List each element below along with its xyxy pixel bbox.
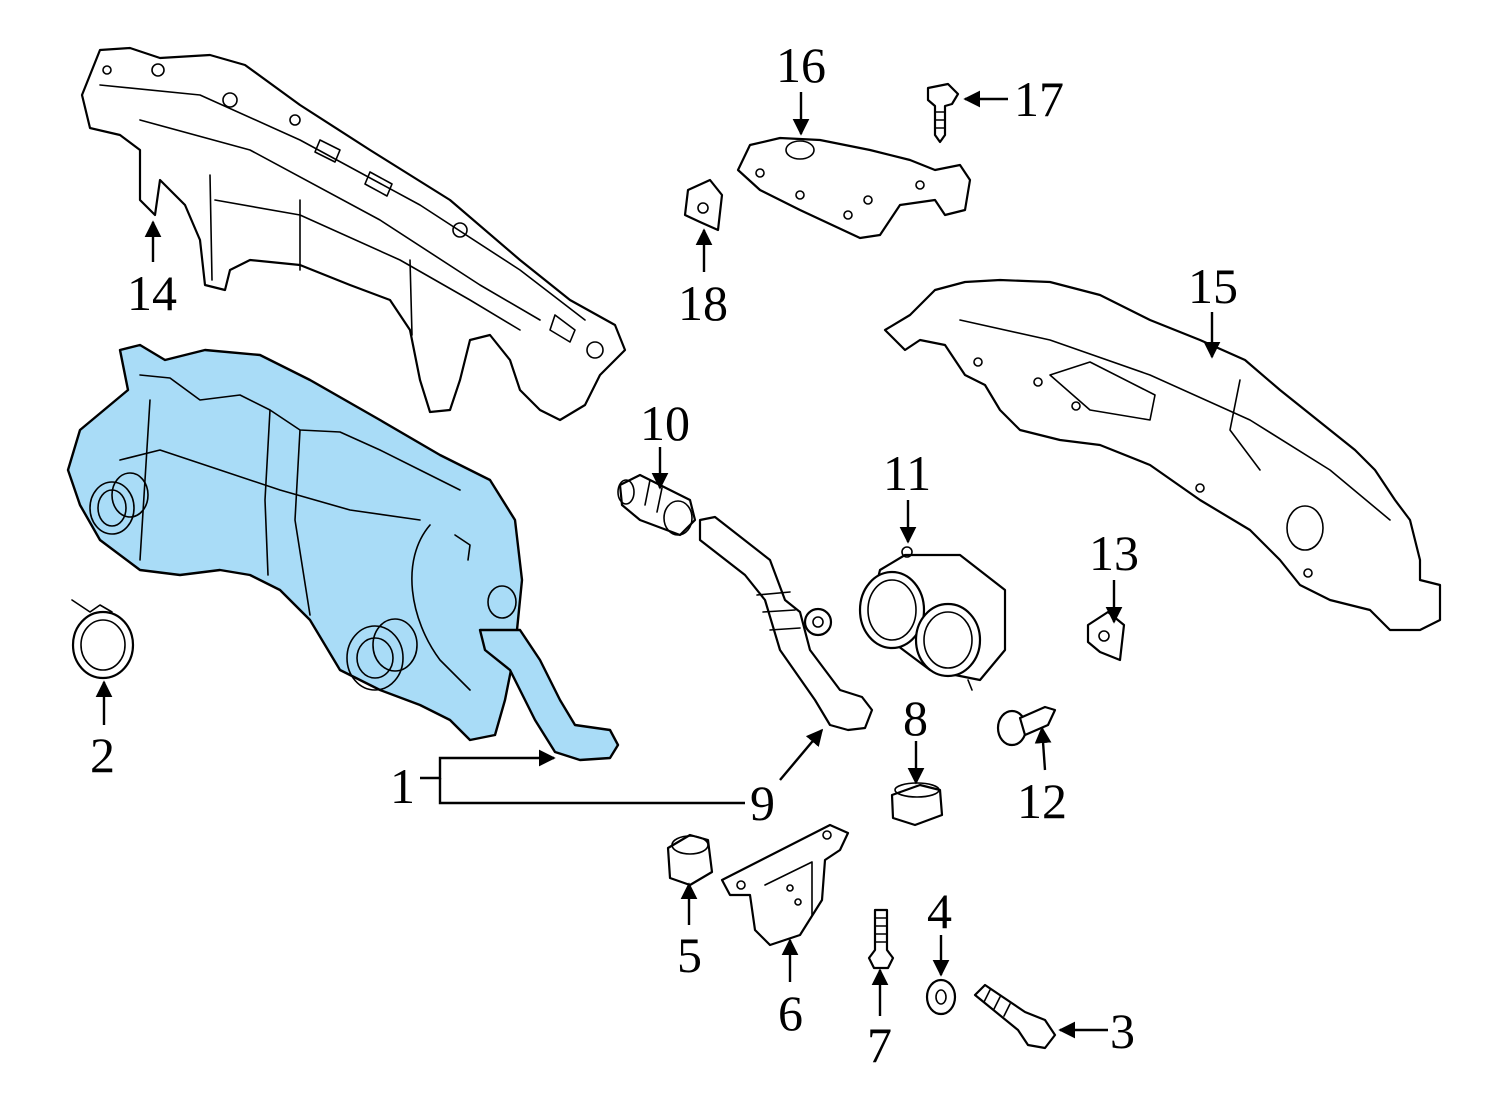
retainer-clip-13[interactable] <box>1086 610 1126 662</box>
callout-3: 3 <box>1110 1003 1135 1059</box>
bolt-7[interactable] <box>867 908 895 970</box>
heat-shield-upper-left[interactable] <box>80 46 627 422</box>
bolt-17[interactable] <box>926 82 960 144</box>
callout-11: 11 <box>883 445 931 501</box>
rubber-insulator-8[interactable] <box>890 782 944 827</box>
callout-8: 8 <box>903 690 928 746</box>
bolt-3[interactable] <box>973 983 1057 1050</box>
callout-18: 18 <box>678 275 728 331</box>
heat-shield-right[interactable] <box>883 278 1442 632</box>
exhaust-clamp[interactable] <box>71 599 135 680</box>
mounting-bracket-16[interactable] <box>736 136 972 240</box>
muffler-assembly[interactable] <box>66 343 620 762</box>
callout-1: 1 <box>390 758 415 814</box>
hanger-bracket[interactable] <box>720 823 850 947</box>
callout-10: 10 <box>640 395 690 451</box>
intermediate-pipe[interactable] <box>698 515 874 732</box>
callout-numbers: 1 2 3 4 5 6 7 8 9 10 11 12 13 14 15 16 1… <box>90 37 1238 1073</box>
retainer-clip-18[interactable] <box>683 178 724 232</box>
callout-9: 9 <box>750 775 775 831</box>
callout-2: 2 <box>90 727 115 783</box>
callout-5: 5 <box>677 927 702 983</box>
pipe-connector-clamp[interactable] <box>617 473 697 537</box>
callout-4: 4 <box>927 883 952 939</box>
callout-16: 16 <box>776 37 826 93</box>
callout-6: 6 <box>778 985 803 1041</box>
callout-13: 13 <box>1089 525 1139 581</box>
push-pin-12[interactable] <box>996 705 1057 747</box>
dual-exhaust-tip[interactable] <box>858 546 1007 691</box>
callout-14: 14 <box>127 265 177 321</box>
callout-12: 12 <box>1017 773 1067 829</box>
callout-17: 17 <box>1014 71 1064 127</box>
rubber-insulator-5[interactable] <box>666 833 714 887</box>
washer[interactable] <box>925 978 957 1016</box>
callout-15: 15 <box>1188 258 1238 314</box>
callout-leaders <box>95 90 1221 1039</box>
callout-7: 7 <box>867 1017 892 1073</box>
